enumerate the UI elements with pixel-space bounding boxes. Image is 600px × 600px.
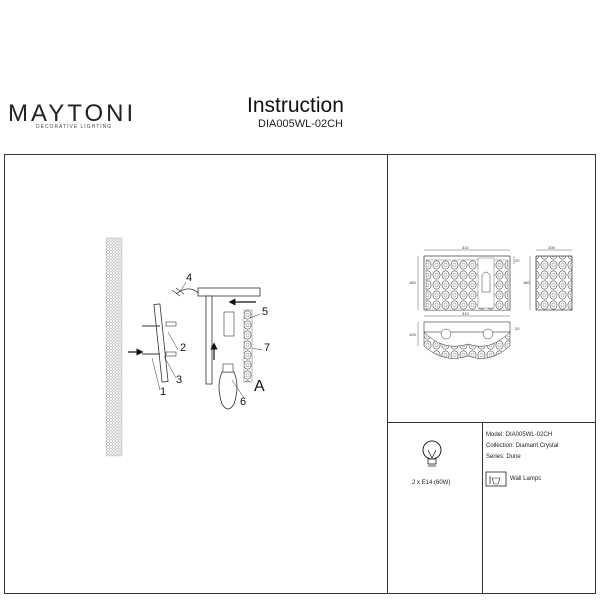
instruction-frame [4,154,596,594]
spec-model: Model: DIA005WL-02CH [486,432,553,438]
spec-type: Wall Lamps [510,476,542,482]
callout-1: 1 [160,386,167,398]
callout-5: 5 [262,306,269,318]
dim-bottom-depth: 105 [409,332,416,337]
crystal-curtain [105,237,123,457]
dim-side-width: 105 [548,245,555,250]
callout-4: 4 [186,272,193,284]
dim-front-top: 20 [515,258,520,263]
candle-bulb [210,342,238,410]
spec-divider [482,422,483,594]
dim-front-height: 180 [409,280,416,285]
bulb-icon [422,440,442,467]
detail-label-a: A [254,378,265,395]
wire [175,288,201,297]
dim-bottom-width: 310 [462,311,469,316]
callout-7: 7 [264,342,271,354]
lamp-body [197,287,261,385]
callout-2: 2 [180,342,187,354]
front-view-drawing [417,249,515,311]
panel-divider-vertical [387,154,388,594]
panel-divider-horizontal [387,422,596,423]
brand-logo: MAYTONI [8,100,137,127]
callout-3: 3 [176,374,183,386]
callout-6: 6 [240,396,247,408]
dim-side-height: 180 [523,280,530,285]
spec-collection: Collection: Diamant Crystal [486,443,559,449]
side-view-drawing [529,249,573,311]
bottom-view-drawing [417,315,511,359]
crystal-strand [243,309,253,383]
mounting-plate [128,303,177,383]
page-title: Instruction [247,94,344,117]
wall-lamp-icon [485,471,507,487]
model-code: DIA005WL-02CH [258,118,343,130]
dim-bottom-top: 20 [515,326,520,331]
spec-series: Series: Dune [486,454,521,460]
brand-tagline: DECORATIVE LIGHTING [36,124,113,130]
bulb-spec: 2 x E14 (60W) [412,480,451,486]
dim-front-width: 310 [462,245,469,250]
